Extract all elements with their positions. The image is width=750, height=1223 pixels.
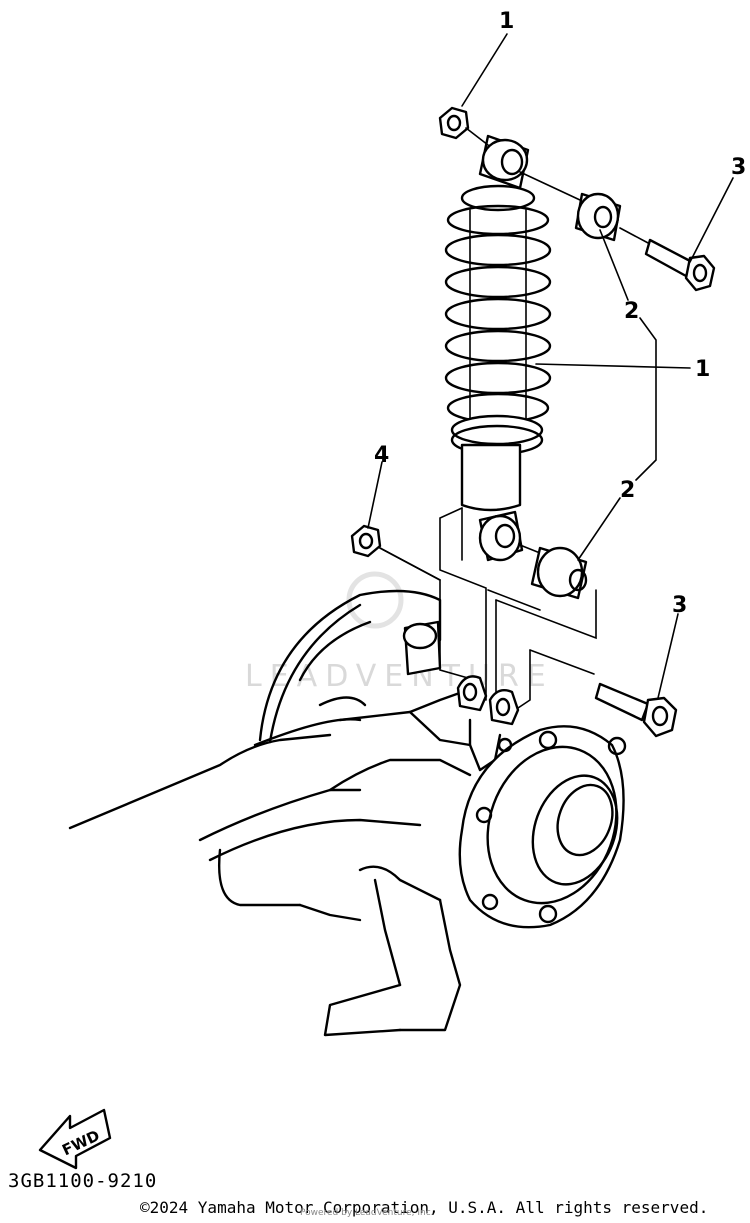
coil-spring	[444, 204, 552, 424]
top-bolt	[644, 238, 716, 292]
top-collar	[574, 192, 622, 242]
fwd-arrow-icon: FWD	[38, 1108, 112, 1170]
callout-1: 1	[695, 357, 710, 382]
callout-3b: 3	[672, 593, 687, 618]
callout-4a: 1	[499, 9, 514, 34]
callout-2b: 2	[620, 478, 635, 503]
powered-by-credit: Powered by LeadVenture, Inc.	[300, 1208, 434, 1218]
axle-housing	[68, 589, 520, 1037]
bottom-collar	[530, 546, 588, 600]
bottom-bolt	[594, 682, 678, 738]
diagram-part-code: 3GB1100-9210	[8, 1170, 158, 1192]
wheel-hub	[458, 725, 627, 929]
callout-2a: 2	[624, 299, 639, 324]
copyright-notice: ©2024 Yamaha Motor Corporation, U.S.A. A…	[140, 1198, 709, 1217]
shock-absorber	[444, 134, 552, 562]
callout-3a: 3	[731, 155, 746, 180]
callouts: 1 3 2 1 2 4 3	[367, 9, 746, 699]
callout-4b: 4	[374, 443, 389, 468]
top-nut	[438, 106, 470, 140]
bottom-nut	[350, 524, 382, 558]
